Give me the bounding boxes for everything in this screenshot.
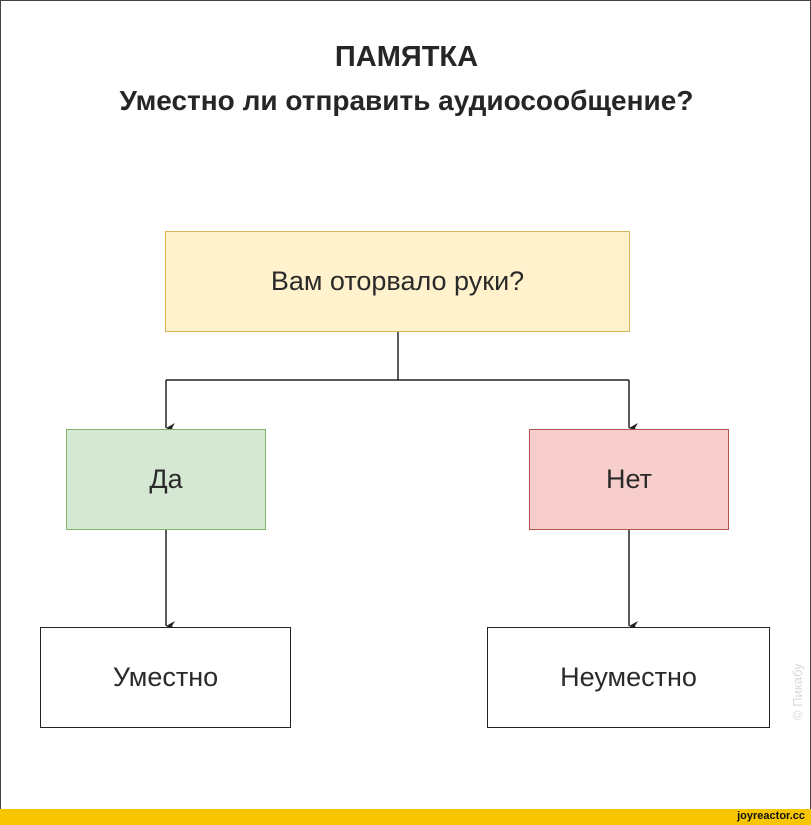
question-node: Вам оторвало руки? (165, 231, 630, 332)
diagram-question: Уместно ли отправить аудиосообщение? (119, 85, 694, 116)
diagram-heading: ПАМЯТКА (334, 41, 479, 73)
no-node-label: Нет (606, 464, 652, 494)
yes-result-label: Уместно (112, 662, 219, 692)
watermark: © Пикабу (790, 663, 805, 720)
no-node: Нет (529, 429, 729, 530)
yes-result-node: Уместно (40, 627, 291, 728)
yes-node: Да (66, 429, 266, 530)
footer-site-link[interactable]: joyreactor.cc (737, 810, 805, 822)
footer-bar: joyreactor.cc (0, 809, 811, 825)
yes-node-label: Да (149, 464, 183, 494)
no-result-node: Неуместно (487, 627, 770, 728)
question-node-label: Вам оторвало руки? (270, 266, 525, 296)
no-result-label: Неуместно (560, 662, 697, 692)
